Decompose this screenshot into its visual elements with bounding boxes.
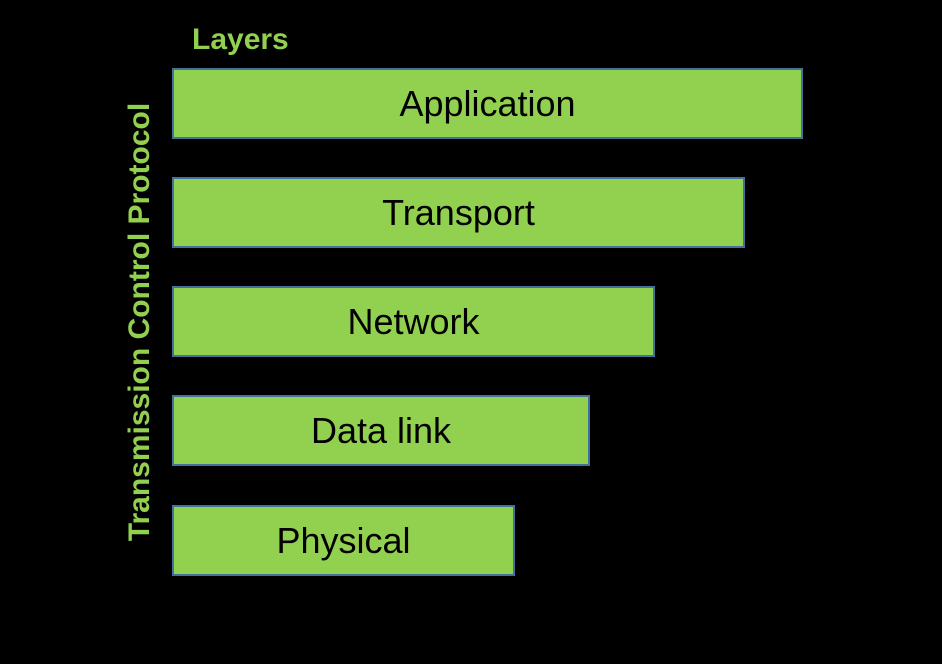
layer-physical: Physical [172,505,515,576]
layer-label: Application [399,82,576,124]
diagram-title: Layers [192,23,289,56]
layer-transport: Transport [172,177,745,248]
layer-application: Application [172,68,803,139]
layer-label: Physical [276,519,411,561]
layer-network: Network [172,286,655,357]
layer-label: Data link [310,409,452,451]
protocol-side-label: Transmission Control Protocol [123,102,156,542]
layer-data-link: Data link [172,395,590,466]
layer-label: Network [347,300,480,342]
layer-label: Transport [382,191,535,233]
